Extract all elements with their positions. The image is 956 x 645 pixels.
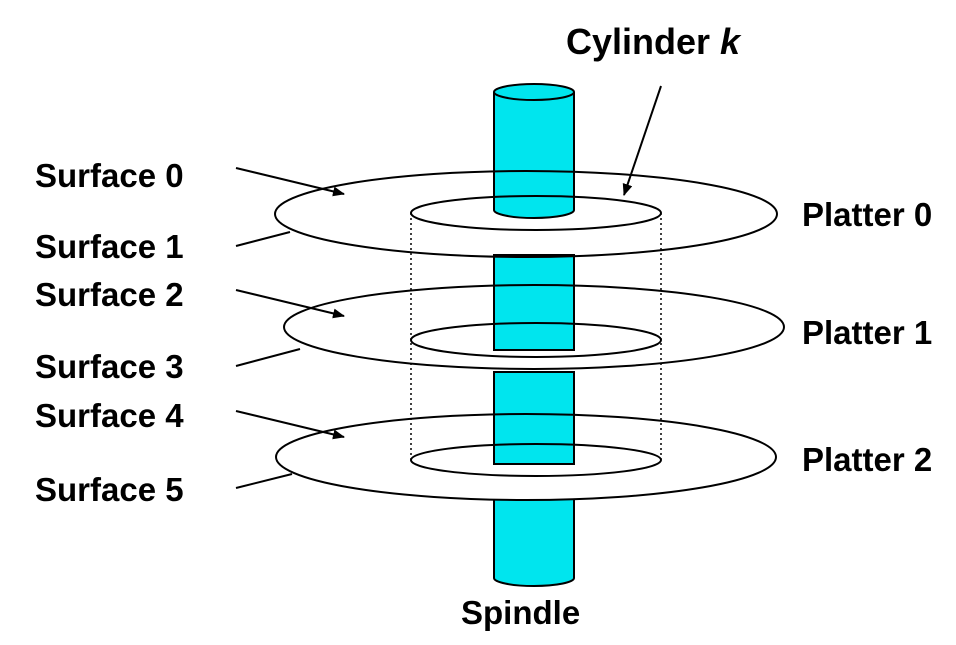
- surface-1-label: Surface 1: [35, 228, 184, 265]
- cylinder-k-label: Cylinder k: [566, 21, 742, 62]
- line-surface-5: [235, 473, 293, 489]
- track-k-platter-2: [410, 443, 662, 477]
- line-surface-1: [235, 231, 291, 247]
- surface-4-label: Surface 4: [35, 397, 184, 434]
- track-k-platter-1: [410, 322, 662, 358]
- platter-0-disk: [274, 170, 778, 258]
- surface-0-label: Surface 0: [35, 157, 184, 194]
- spindle-top-segment: [493, 83, 575, 219]
- platter-1-disk: [283, 284, 785, 370]
- surface-3-label: Surface 3: [35, 348, 184, 385]
- platter-0-label: Platter 0: [802, 196, 932, 233]
- track-k-platter-0: [410, 195, 662, 231]
- arrow-surface-0: [235, 167, 345, 197]
- spindle-bottom-segment: [493, 500, 575, 587]
- platter-2-disk: [275, 413, 777, 501]
- spindle: [493, 83, 575, 587]
- platter-1-label: Platter 1: [802, 314, 932, 351]
- cylinder-k-variable: k: [720, 21, 742, 62]
- surface-5-label: Surface 5: [35, 471, 184, 508]
- pointer-lines: [235, 85, 662, 489]
- arrow-cylinder-k: [622, 85, 662, 196]
- spindle-label: Spindle: [461, 594, 580, 631]
- platter-2-label: Platter 2: [802, 441, 932, 478]
- line-surface-3: [235, 348, 301, 367]
- spindle-segment-1: [493, 254, 575, 351]
- arrow-surface-2: [235, 289, 345, 319]
- arrow-surface-4: [235, 410, 345, 440]
- surface-2-label: Surface 2: [35, 276, 184, 313]
- spindle-segment-2: [493, 371, 575, 465]
